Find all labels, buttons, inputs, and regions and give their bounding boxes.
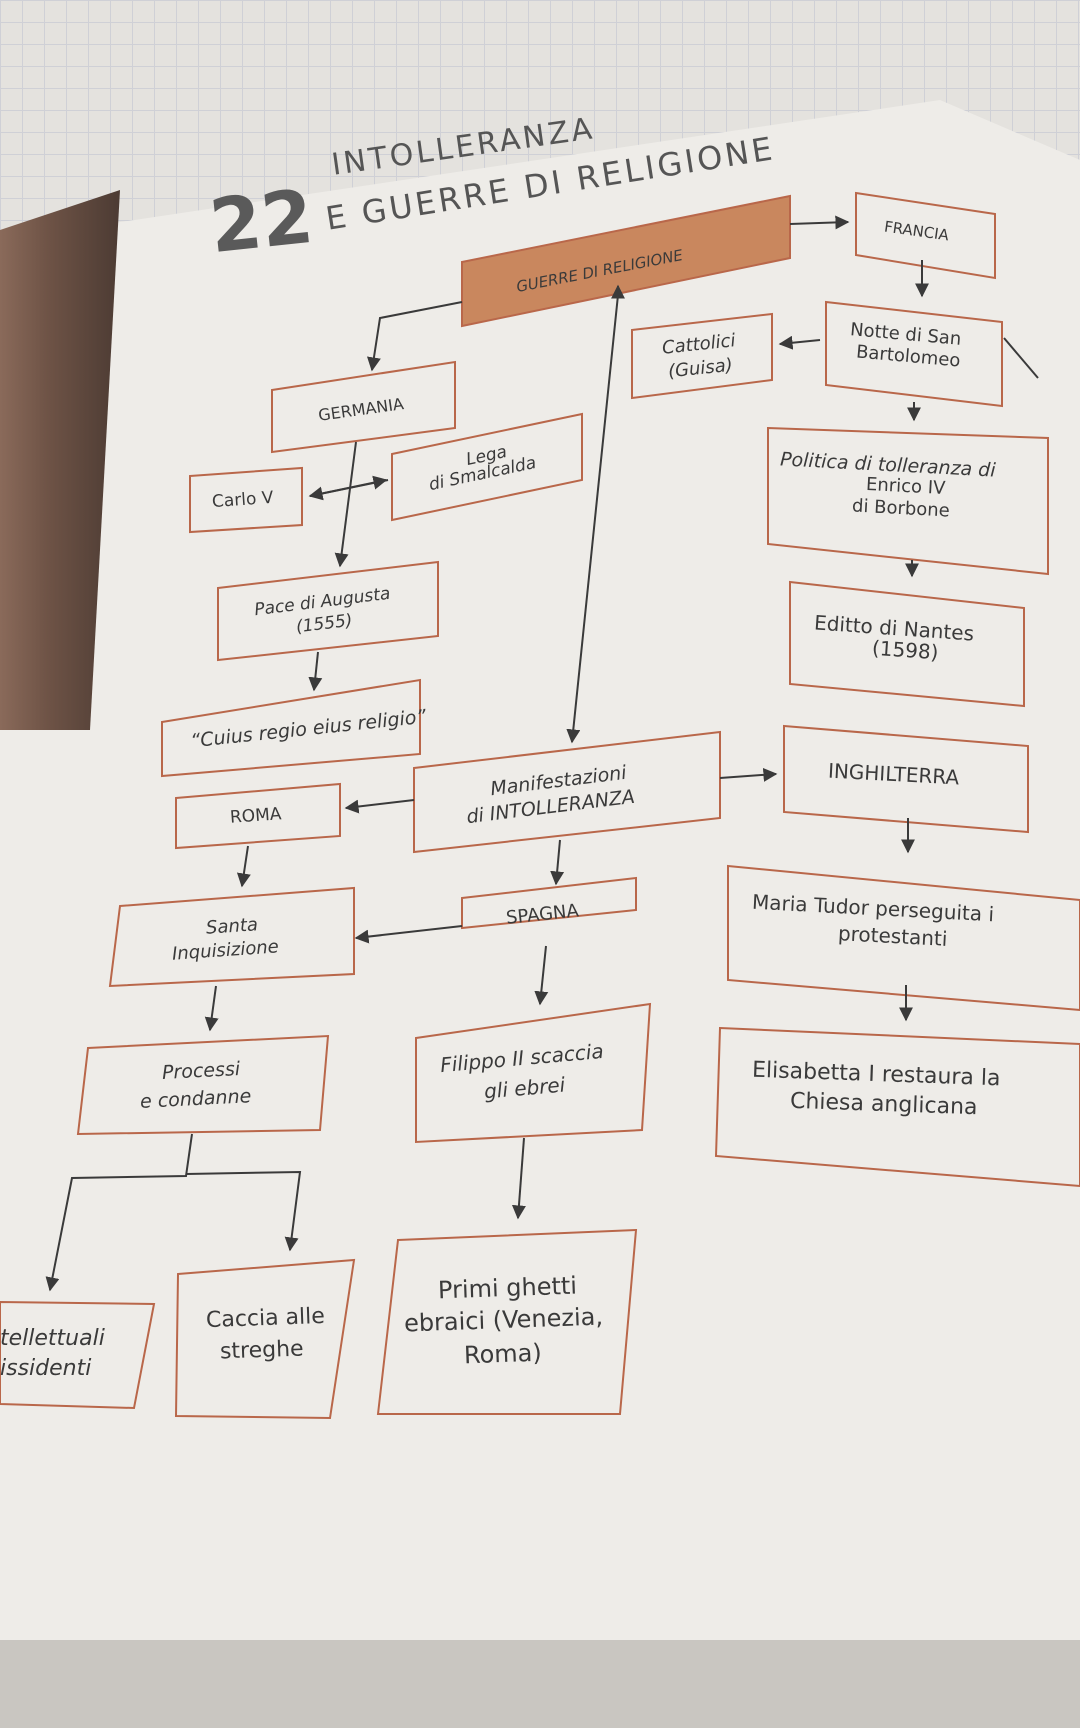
arrow-carlo-lega bbox=[309, 475, 388, 497]
page-edge bbox=[0, 1640, 1080, 1728]
box-roma bbox=[175, 782, 341, 850]
box-inghilterra bbox=[783, 724, 1029, 834]
arrow-germania-pace bbox=[334, 441, 357, 568]
label-intellettuali-1: tellettuali bbox=[0, 1326, 105, 1351]
label-ghetti-3: Roma) bbox=[463, 1338, 543, 1370]
arrow-spagna-filippo bbox=[534, 945, 549, 1006]
label-carlo: Carlo V bbox=[211, 487, 275, 513]
box-santa bbox=[108, 886, 355, 988]
box-editto bbox=[789, 580, 1025, 708]
box-guerre-di-religione bbox=[461, 194, 791, 328]
label-intellettuali-2: issidenti bbox=[0, 1356, 92, 1381]
box-intellettuali bbox=[0, 1300, 156, 1410]
label-caccia-1: Caccia alle bbox=[205, 1303, 326, 1334]
arrow-guerre-francia bbox=[789, 215, 850, 230]
arrow-santa-processi bbox=[204, 985, 219, 1032]
arrow-branch-caccia bbox=[185, 1170, 302, 1252]
box-notte bbox=[825, 300, 1003, 408]
line-processi-branch bbox=[45, 1133, 193, 1292]
book-page bbox=[0, 100, 1080, 1660]
arrow-vertical-to-manifestazioni bbox=[566, 294, 619, 744]
box-spagna bbox=[461, 876, 637, 930]
label-processi-1: Processi bbox=[161, 1057, 241, 1085]
arrow-manif-roma bbox=[344, 799, 415, 814]
arrow-filippo-ghetti bbox=[511, 1137, 526, 1220]
arrow-manif-spagna bbox=[550, 839, 565, 886]
arrow-spagna-santa bbox=[354, 925, 463, 944]
box-ghetti bbox=[376, 1228, 638, 1415]
box-francia bbox=[855, 191, 996, 280]
box-germania bbox=[271, 360, 456, 454]
box-caccia bbox=[174, 1258, 356, 1420]
chapter-number: 22 bbox=[205, 173, 318, 271]
arrow-roma-santa bbox=[236, 845, 251, 888]
label-editto-2: (1598) bbox=[871, 635, 940, 665]
label-ghetti-1: Primi ghetti bbox=[437, 1271, 578, 1305]
box-cattolici bbox=[631, 312, 773, 400]
arrow-pace-cuius bbox=[308, 651, 323, 692]
label-caccia-2: streghe bbox=[219, 1336, 305, 1365]
box-politica bbox=[767, 426, 1049, 576]
box-filippo bbox=[415, 1002, 652, 1144]
box-elisabetta bbox=[714, 1026, 1080, 1188]
box-pace bbox=[217, 560, 439, 662]
arrow-notte-cattolici bbox=[778, 335, 821, 350]
box-carlo bbox=[189, 466, 303, 534]
box-cuius bbox=[161, 678, 421, 778]
arrow-manif-inghilterra bbox=[719, 767, 778, 782]
line-notte-right bbox=[1003, 337, 1039, 379]
label-roma: ROMA bbox=[229, 804, 283, 828]
box-maria bbox=[727, 864, 1080, 1012]
line-guerre-germania bbox=[366, 301, 463, 372]
label-santa-1: Santa bbox=[205, 914, 259, 939]
box-lega bbox=[391, 412, 583, 522]
box-manifestazioni bbox=[413, 730, 721, 854]
box-processi bbox=[76, 1034, 330, 1136]
